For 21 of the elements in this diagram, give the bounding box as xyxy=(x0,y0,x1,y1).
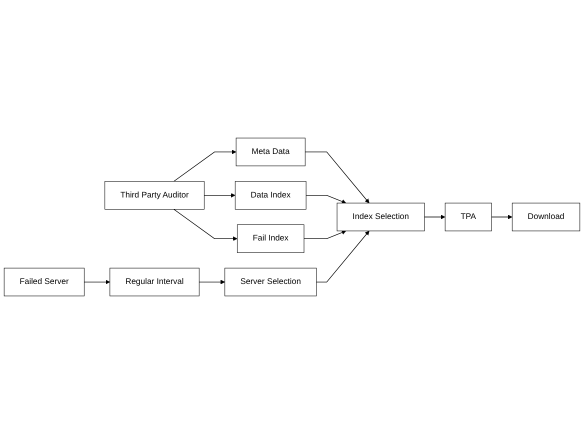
node-box: Failed Server xyxy=(4,268,84,296)
arrow xyxy=(424,214,446,220)
node-box: Server Selection xyxy=(224,268,317,296)
arrow xyxy=(491,214,512,220)
arrow xyxy=(316,230,370,282)
node-box: Download xyxy=(512,202,580,232)
arrow xyxy=(173,208,238,241)
arrow xyxy=(306,194,346,204)
node-box: Index Selection xyxy=(336,202,425,232)
node-box: Regular Interval xyxy=(110,268,200,296)
node-box: TPA xyxy=(444,202,492,232)
node-box: Data Index xyxy=(234,181,306,210)
node-box: Meta Data xyxy=(236,138,306,166)
arrow xyxy=(204,193,236,198)
arrow xyxy=(173,150,236,182)
arrow xyxy=(304,230,346,240)
arrow xyxy=(304,152,370,204)
arrow xyxy=(84,280,110,284)
arrow xyxy=(198,280,226,284)
node-box: Third Party Auditor xyxy=(104,181,204,210)
node-box: Fail Index xyxy=(236,224,304,253)
